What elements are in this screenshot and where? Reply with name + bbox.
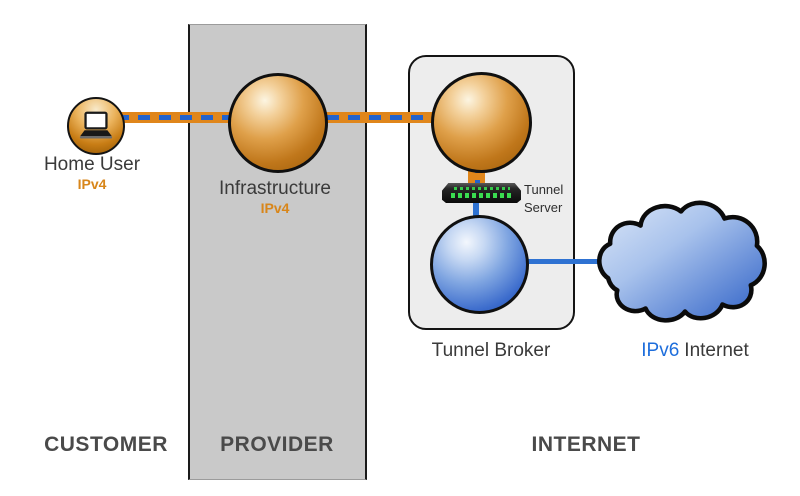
home-user-icon: [67, 97, 125, 155]
internet-text: Internet: [684, 340, 749, 361]
tunnel-server-label: Tunnel Server: [524, 182, 564, 215]
broker-ipv6-node: [430, 215, 529, 314]
home-user-protocol-label: IPv4: [77, 176, 107, 192]
tunnel-broker-label: Tunnel Broker: [431, 340, 551, 361]
zone-label-internet: INTERNET: [531, 433, 641, 456]
ipv6-protocol-text: IPv6: [641, 340, 680, 361]
broker-ipv4-node: [431, 72, 532, 173]
infrastructure-label: Infrastructure: [219, 178, 331, 199]
tunnel-server-device: [442, 183, 521, 203]
zone-label-customer: CUSTOMER: [44, 433, 168, 456]
ipv6-cloud: [597, 200, 767, 323]
infrastructure-node: [228, 73, 328, 173]
laptop-icon: [79, 111, 113, 138]
switch-leds-top: [454, 187, 510, 190]
zone-label-provider: PROVIDER: [220, 433, 334, 456]
home-user-label: Home User: [43, 154, 141, 175]
ipv6-link-vertical: [473, 200, 479, 220]
ipv4-tunnel-link-vertical-dashes: [475, 163, 480, 185]
switch-leds-front: [451, 193, 513, 198]
ipv6-link-horizontal: [520, 259, 610, 264]
infrastructure-protocol-label: IPv4: [260, 200, 290, 216]
